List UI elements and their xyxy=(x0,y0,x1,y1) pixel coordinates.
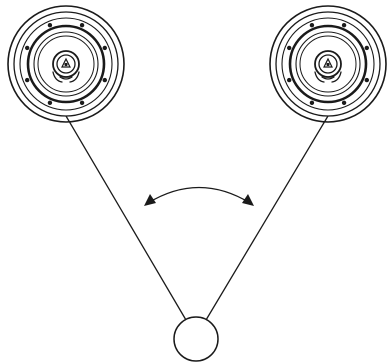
screw-dot xyxy=(310,101,314,105)
left-sightline xyxy=(66,116,186,320)
speaker-icon xyxy=(270,6,386,122)
screw-dot xyxy=(103,78,107,82)
left-speaker xyxy=(8,6,124,122)
screw-dot xyxy=(80,23,84,27)
screw-dot xyxy=(25,46,29,50)
screw-dot xyxy=(48,101,52,105)
screw-dot xyxy=(365,46,369,50)
sightlines xyxy=(66,116,328,320)
screw-dot xyxy=(365,78,369,82)
screw-dot xyxy=(25,78,29,82)
listener-circle-icon xyxy=(174,317,218,361)
double-headed-arc-arrow-icon xyxy=(144,188,254,207)
screw-dot xyxy=(310,23,314,27)
screw-dot xyxy=(287,46,291,50)
screw-dot xyxy=(287,78,291,82)
screw-dot xyxy=(48,23,52,27)
screw-dot xyxy=(342,23,346,27)
screw-dot xyxy=(342,101,346,105)
speaker-icon xyxy=(8,6,124,122)
right-speaker xyxy=(270,6,386,122)
screw-dot xyxy=(103,46,107,50)
screw-dot xyxy=(80,101,84,105)
right-sightline xyxy=(206,116,328,320)
speakers-layer xyxy=(8,6,386,122)
